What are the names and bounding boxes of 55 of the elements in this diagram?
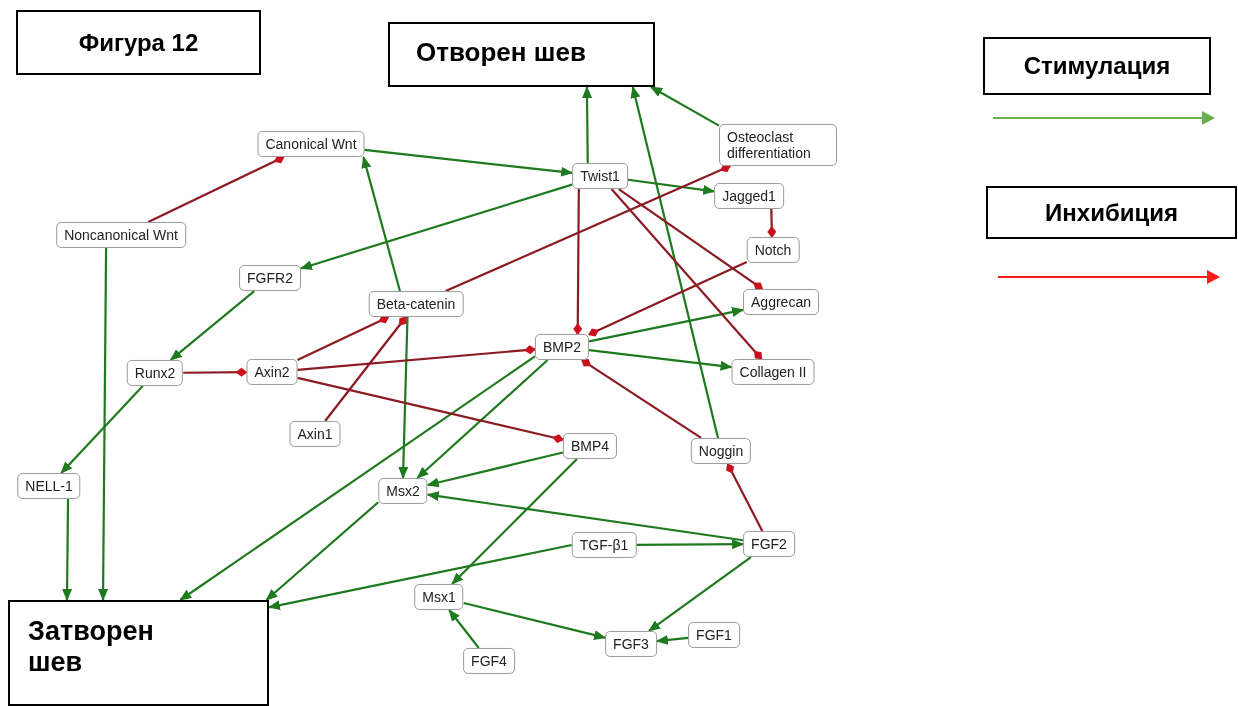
gene-node: Collagen II [731, 358, 815, 386]
stimulation-arrow [62, 499, 73, 601]
gene-node: TGF-β1 [571, 531, 637, 559]
gene-node: Twist1 [572, 162, 628, 190]
gene-node: Osteoclast differentiation [719, 123, 837, 167]
gene-node: Aggrecan [743, 288, 819, 316]
gene-node: Noggin [690, 437, 752, 465]
gene-node: Canonical Wnt [257, 130, 365, 158]
figure-title: Фигура 12 [16, 10, 261, 75]
stimulation-arrow [361, 156, 401, 292]
outcome-box: Отворен шев [388, 22, 655, 87]
gene-node: BMP4 [562, 432, 618, 460]
gene-node: BMP2 [534, 333, 590, 361]
gene-node: FGF3 [605, 630, 657, 658]
gene-node: FGF4 [463, 647, 515, 675]
stimulation-arrow [398, 317, 409, 479]
gene-node: NELL-1 [17, 472, 81, 500]
gene-node: Jagged1 [714, 182, 784, 210]
stimulation-arrow [448, 609, 480, 649]
gene-node: FGF1 [688, 621, 740, 649]
gene-node: Msx1 [414, 583, 464, 611]
stimulation-arrow [300, 183, 573, 270]
stimulation-arrow [588, 307, 744, 343]
stimulation-arrow [60, 385, 144, 474]
gene-node: Beta-catenin [368, 290, 464, 318]
stimulation-arrow [268, 543, 572, 611]
gene-node: Axin2 [246, 358, 298, 386]
stimulation-arrow [636, 539, 745, 550]
gene-node: Msx2 [378, 477, 428, 505]
stimulation-arrow [416, 359, 549, 479]
legend-label: Стимулация [983, 37, 1211, 95]
stimulation-arrow [265, 501, 379, 601]
stimulation-arrow [630, 86, 720, 439]
stimulation-arrow [463, 602, 607, 640]
stimulation-arrow [648, 556, 752, 632]
stimulation-arrow [426, 451, 564, 488]
gene-node: Runx2 [126, 359, 184, 387]
gene-node: Noncanonical Wnt [56, 221, 186, 249]
gene-node: FGF2 [743, 530, 795, 558]
stimulation-arrow [451, 458, 578, 585]
stimulation-arrow [588, 349, 733, 371]
stimulation-arrow [655, 635, 689, 645]
stimulation-arrow [364, 148, 574, 177]
legend-label: Инхибиция [986, 186, 1237, 239]
gene-node: Notch [746, 236, 800, 264]
outcome-box: Затворен шев [8, 600, 269, 706]
stimulation-arrow [98, 248, 109, 601]
stimulation-arrow [426, 491, 744, 542]
stimulation-arrow [650, 86, 720, 127]
gene-node: FGFR2 [239, 264, 301, 292]
gene-node: Axin1 [289, 420, 341, 448]
stimulation-arrow [627, 178, 716, 195]
stimulation-arrow [582, 86, 593, 163]
stimulation-arrow [179, 355, 536, 601]
stimulation-arrow [170, 290, 255, 361]
